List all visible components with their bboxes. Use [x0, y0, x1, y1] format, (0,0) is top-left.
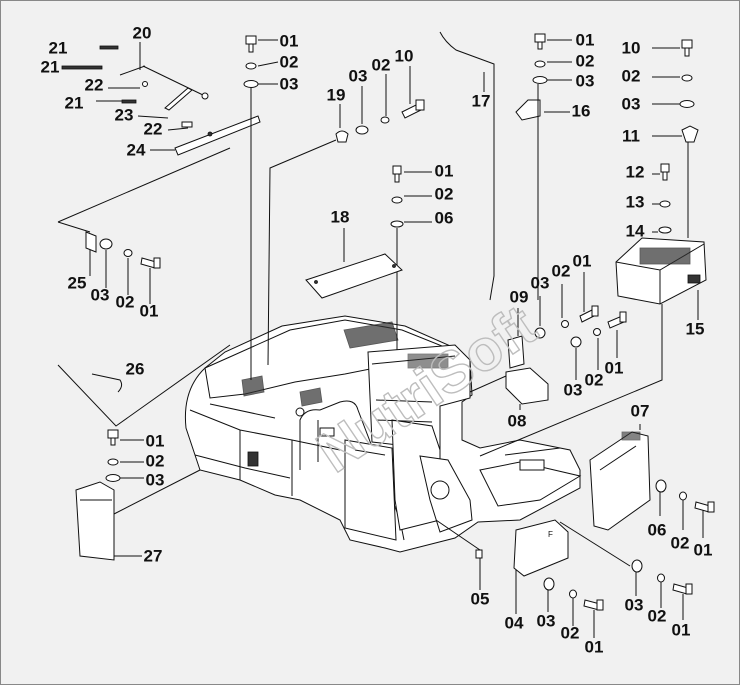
svg-text:F: F — [548, 530, 553, 539]
callout-c02f: 02 — [435, 184, 454, 203]
callout-c03c: 03 — [349, 66, 368, 85]
callout-c27: 27 — [144, 546, 163, 565]
callout-c10b: 10 — [622, 38, 641, 57]
callout-c11: 11 — [622, 126, 640, 145]
callout-c20: 20 — [133, 23, 152, 42]
callout-c06a: 06 — [435, 208, 454, 227]
part-15-battery-box-fasteners — [479, 39, 707, 457]
callout-c02c: 02 — [372, 55, 391, 74]
callout-c21a: 21 — [49, 38, 68, 57]
callout-c01j: 01 — [672, 620, 691, 639]
callout-c03j: 03 — [625, 595, 644, 614]
callout-c03f: 03 — [531, 273, 550, 292]
callout-c26: 26 — [126, 359, 145, 378]
part-09-08-pads-fasteners — [469, 272, 627, 410]
callout-c25: 25 — [68, 273, 87, 292]
part-26-handle — [57, 344, 231, 427]
callout-c02i: 02 — [671, 533, 690, 552]
callout-c19: 19 — [327, 85, 346, 104]
callout-c15: 15 — [686, 319, 705, 338]
callout-c02j: 02 — [146, 451, 165, 470]
callout-c14: 14 — [626, 221, 645, 240]
callout-c02d: 02 — [576, 51, 595, 70]
callout-c22b: 22 — [144, 119, 163, 138]
callout-c23: 23 — [115, 105, 134, 124]
part-25-bracket-fasteners — [85, 231, 161, 304]
callout-c01d: 01 — [435, 161, 454, 180]
part-20-24-linkage — [57, 42, 261, 233]
callout-c01f: 01 — [605, 358, 624, 377]
callout-c04: 04 — [505, 613, 524, 632]
callout-c03h: 03 — [146, 470, 165, 489]
callout-c10a: 10 — [395, 46, 414, 65]
callout-c17: 17 — [472, 91, 491, 110]
part-04-05-step-fasteners: F — [435, 519, 693, 638]
callout-c02k: 02 — [561, 623, 580, 642]
callout-c01c: 01 — [576, 30, 595, 49]
part-16-bracket-fasteners — [515, 33, 572, 300]
callout-c02a: 02 — [116, 292, 135, 311]
callout-c02b: 02 — [280, 52, 299, 71]
callout-c03d: 03 — [576, 71, 595, 90]
callout-c12: 12 — [626, 162, 645, 181]
callout-c03a: 03 — [91, 285, 110, 304]
callout-c01b: 01 — [280, 31, 299, 50]
callout-c02l: 02 — [648, 606, 667, 625]
callout-c24: 24 — [127, 140, 146, 159]
callout-c21c: 21 — [65, 93, 84, 112]
callout-c18: 18 — [331, 207, 350, 226]
callout-c02e: 02 — [622, 66, 641, 85]
part-19-pivot-fasteners — [267, 66, 425, 366]
callout-c16: 16 — [572, 101, 591, 120]
callout-c09: 09 — [510, 287, 529, 306]
upper-frame-body — [184, 315, 582, 553]
callout-c01g: 01 — [694, 540, 713, 559]
callout-c02h: 02 — [585, 370, 604, 389]
callout-c06b: 06 — [648, 520, 667, 539]
part-18-cover-fasteners — [305, 165, 432, 350]
callout-c01i: 01 — [585, 637, 604, 656]
callout-c21b: 21 — [41, 57, 60, 76]
callout-c03b: 03 — [280, 74, 299, 93]
callout-c22a: 22 — [85, 75, 104, 94]
callout-c01a: 01 — [140, 301, 159, 320]
callout-c03e: 03 — [622, 94, 641, 113]
callout-c03g: 03 — [564, 380, 583, 399]
callout-c07: 07 — [631, 401, 650, 420]
callout-c03i: 03 — [537, 611, 556, 630]
part-17-cable — [439, 31, 495, 301]
callout-c08: 08 — [508, 411, 527, 430]
callout-c01h: 01 — [146, 431, 165, 450]
part-07-side-cover — [559, 424, 715, 567]
callout-c02g: 02 — [552, 261, 571, 280]
part-27-guard-fasteners — [75, 429, 201, 561]
callout-c13: 13 — [626, 192, 645, 211]
top-center-fasteners — [243, 35, 279, 380]
callout-c05: 05 — [471, 589, 490, 608]
callout-c01e: 01 — [573, 251, 592, 270]
